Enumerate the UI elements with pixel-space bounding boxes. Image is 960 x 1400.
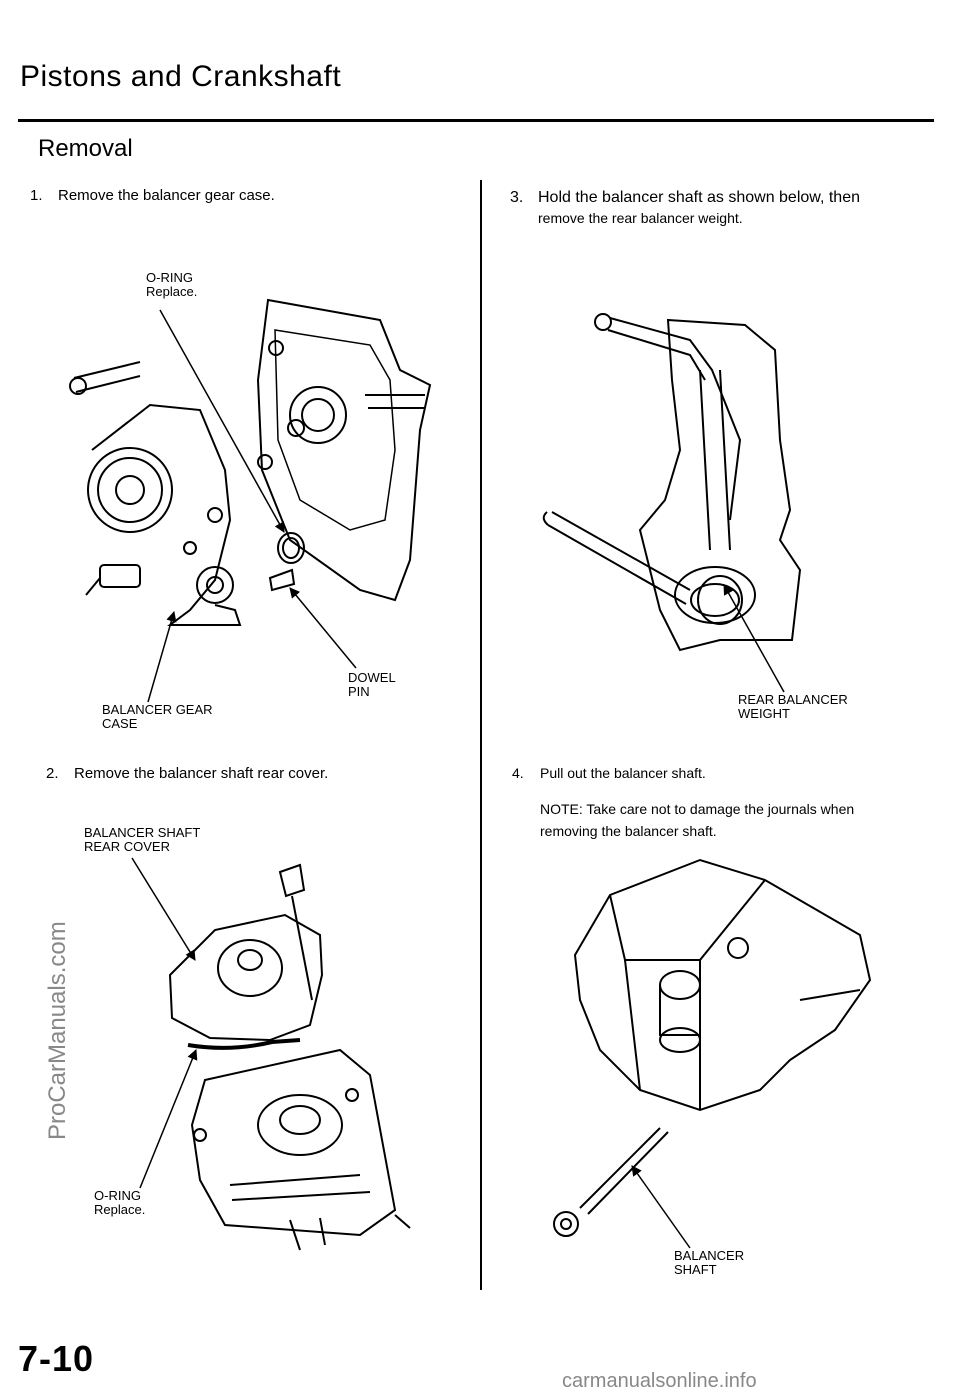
step-3-number: 3. [510, 189, 524, 206]
figure-balancer-gear-case [69, 298, 432, 626]
label-oring-2: O-RING Replace. [94, 1189, 145, 1217]
label-rear-cover-line2: REAR COVER [84, 839, 170, 854]
page-title: Pistons and Crankshaft [20, 60, 342, 93]
section-heading: Removal [38, 135, 133, 162]
label-shaft-line2: SHAFT [674, 1262, 717, 1277]
step-2-text: Remove the balancer shaft rear cover. [74, 765, 329, 782]
label-oring-2-name: O-RING [94, 1188, 141, 1203]
title-rule [18, 119, 934, 122]
step-4-text: Pull out the balancer shaft. [540, 765, 706, 781]
note-line-1: NOTE: Take care not to damage the journa… [540, 801, 855, 817]
leader-lines-figure-4 [631, 1165, 691, 1249]
step-1: 1. Remove the balancer gear case. [30, 186, 275, 205]
step-1-number: 1. [30, 187, 43, 204]
label-rear-weight-line2: WEIGHT [738, 706, 790, 721]
label-balancer-shaft: BALANCER SHAFT [674, 1249, 744, 1277]
label-balancer-gear-case: BALANCER GEAR CASE [102, 703, 213, 731]
step-2-number: 2. [46, 765, 59, 782]
label-oring-1: O-RING Replace. [146, 271, 197, 299]
step-4: 4. Pull out the balancer shaft. [512, 764, 706, 783]
label-oring-1-note: Replace. [146, 284, 198, 299]
leader-lines-figure-1 [147, 309, 357, 703]
label-oring-2-note: Replace. [94, 1202, 146, 1217]
step-3: 3. Hold the balancer shaft as shown below… [510, 188, 860, 228]
watermark-bottom: carmanualsonline.info [562, 1370, 757, 1392]
label-oring-1-name: O-RING [146, 270, 193, 285]
label-dowel-line2: PIN [348, 684, 370, 699]
label-balancer-shaft-rear-cover: BALANCER SHAFT REAR COVER [84, 826, 200, 854]
page-number: 7-10 [18, 1338, 95, 1379]
step-4-number: 4. [512, 765, 524, 781]
label-rear-cover-line1: BALANCER SHAFT [84, 825, 201, 840]
step-3-text-line1: Hold the balancer shaft as shown below, … [538, 189, 860, 206]
watermark-side: ProCarManuals.com [44, 921, 71, 1140]
label-shaft-line1: BALANCER [674, 1248, 745, 1263]
label-gear-case-line2: CASE [102, 716, 138, 731]
leader-lines-figure-3 [723, 584, 785, 693]
figure-rear-weight [542, 313, 802, 652]
label-dowel-pin: DOWEL PIN [348, 671, 396, 699]
step-2: 2. Remove the balancer shaft rear cover. [46, 764, 328, 783]
label-rear-balancer-weight: REAR BALANCER WEIGHT [738, 693, 848, 721]
step-3-text-line2: remove the rear balancer weight. [538, 210, 743, 226]
label-rear-weight-line1: REAR BALANCER [738, 692, 848, 707]
note-line-2: removing the balancer shaft. [540, 823, 717, 839]
column-divider [480, 180, 482, 1290]
label-gear-case-line1: BALANCER GEAR [102, 702, 213, 717]
step-1-text: Remove the balancer gear case. [58, 187, 275, 204]
label-dowel-line1: DOWEL [348, 670, 396, 685]
step-4-note: NOTE: Take care not to damage the journa… [540, 798, 854, 842]
figure-rear-cover [168, 863, 411, 1251]
leader-lines-figure-2 [131, 857, 198, 1189]
figure-balancer-shaft [553, 858, 872, 1237]
